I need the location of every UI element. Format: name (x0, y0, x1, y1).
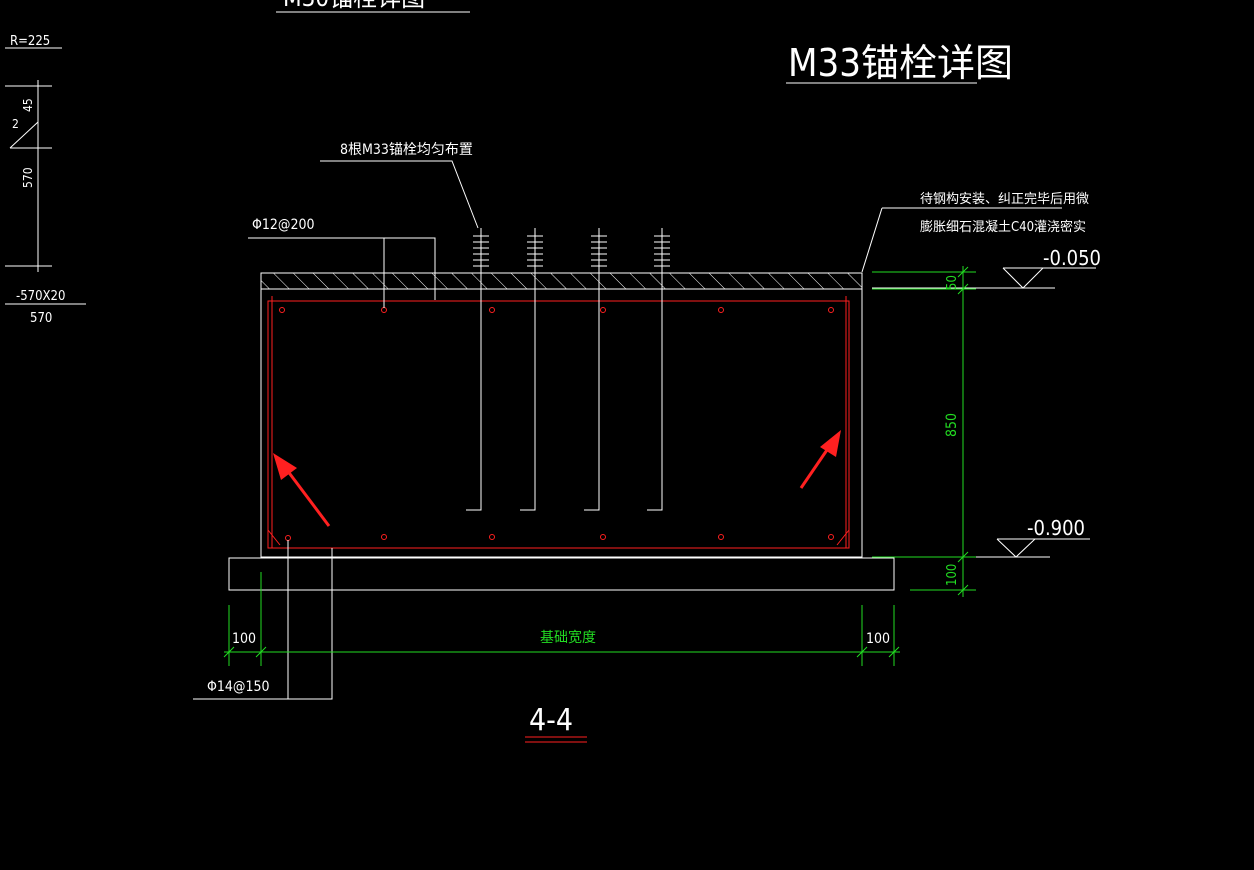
rebar-bar (279, 307, 285, 313)
anchor-bolt (466, 228, 489, 511)
radius-label: R=225 (10, 34, 50, 49)
rebar-bar (718, 534, 724, 540)
rebar-top-leader (248, 237, 436, 300)
rebar-bottom-leader (193, 548, 333, 700)
top-cut-title: M30锚栓详图 (283, 0, 425, 12)
rebar-cage-outer (267, 300, 850, 549)
grout-layer (260, 272, 863, 290)
rebar-bars (279, 307, 834, 541)
grout-note-leader (861, 207, 883, 273)
plate-spec-label: -570X20 (16, 289, 65, 304)
elevation-top: -0.050 (872, 246, 1101, 289)
rebar-cage-inner (271, 296, 847, 549)
rebar-bar (828, 534, 834, 540)
anchor-bolt (584, 228, 607, 511)
rebar-bar (489, 307, 495, 313)
rebar-bar (381, 307, 387, 313)
dim-2: 2 (12, 117, 19, 131)
dim-width-label: 基础宽度 (540, 629, 596, 646)
anchor-note: 8根M33锚栓均匀布置 (340, 142, 473, 158)
rebar-bar (718, 307, 724, 313)
rebar-bar (600, 307, 606, 313)
annotations: 8根M33锚栓均匀布置 Φ12@200 Φ14@150 待钢构安装、纠正完毕后用… (193, 142, 1089, 700)
rebar-bar (381, 534, 387, 540)
dim-45: 45 (21, 98, 35, 112)
markup-arrow-left (273, 453, 331, 527)
anchor-bolt (647, 228, 670, 511)
anchor-note-leader (320, 160, 479, 229)
elevation-bottom: -0.900 (910, 516, 1090, 558)
section-label: 4-4 (529, 703, 573, 738)
rebar-bar (285, 535, 291, 541)
dim-base-value: 100 (945, 564, 960, 586)
rebar-bar (828, 307, 834, 313)
rebar-hook-right (836, 529, 850, 546)
elevation-top-value: -0.050 (1043, 246, 1101, 270)
dim-570-vertical: 570 (21, 167, 35, 188)
foundation-section (228, 228, 895, 591)
rebar-bottom-note: Φ14@150 (207, 679, 270, 695)
dim-right-offset: 100 (866, 631, 890, 647)
markup-arrow-right (799, 430, 841, 489)
elevation-bottom-triangle (996, 538, 1037, 558)
rebar-hook-left (267, 529, 281, 546)
grout-note-line1: 待钢构安装、纠正完毕后用微 (920, 192, 1089, 207)
grout-note-line2: 膨胀细石混凝土C40灌浇密实 (920, 219, 1086, 235)
side-fragment: R=225 45 2 570 -570X20 570 (5, 34, 86, 326)
pedestal-outline (260, 289, 863, 558)
dim-left-offset: 100 (232, 631, 256, 647)
vertical-dimensions: 50 850 100 (872, 266, 976, 597)
detail-title: M33锚栓详图 (788, 41, 1013, 85)
horizontal-dimensions: 100 100 基础宽度 (223, 572, 900, 666)
elevation-top-triangle (1002, 267, 1045, 289)
rebar-bar (600, 534, 606, 540)
slope-line (9, 121, 39, 149)
rebar-top-note: Φ12@200 (252, 217, 315, 233)
dim-grout-value: 50 (945, 275, 960, 290)
rebar-bar (489, 534, 495, 540)
dim-height-value: 850 (944, 413, 960, 437)
anchor-bolts (466, 228, 670, 511)
elevation-bottom-value: -0.900 (1027, 516, 1085, 540)
plate-width-label: 570 (30, 311, 52, 326)
cushion-layer (228, 557, 895, 591)
anchor-bolt (520, 228, 543, 511)
